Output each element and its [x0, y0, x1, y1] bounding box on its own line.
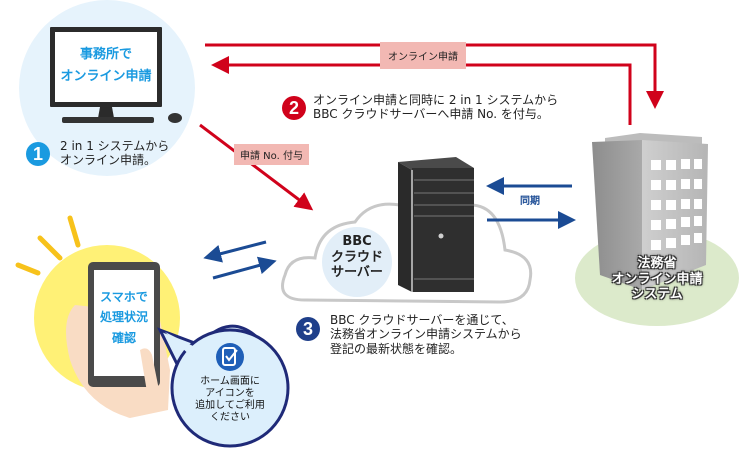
sync-label: 同期 [520, 196, 540, 207]
online-application-arrows [205, 43, 664, 125]
cloud-label-circle [322, 227, 392, 297]
bubble-text: ホーム画面に アイコンを 追加してご利用 ください [185, 376, 275, 424]
step-1-line2: オンライン申請。 [60, 153, 157, 168]
step-3-line2: 法務省オンライン申請システムから [330, 327, 522, 342]
bubble-line2: アイコンを [205, 388, 255, 399]
office-screen-line1: 事務所で [79, 47, 132, 62]
online-application-label: オンライン申請 [380, 42, 466, 69]
monitor-icon [50, 27, 182, 123]
step-2-line2: BBC クラウドサーバーへ申請 No. を付与。 [313, 107, 549, 122]
arrow-to-phone [203, 240, 267, 263]
arrow-to-office [211, 56, 632, 125]
step-1-text: 2 in 1 システムから オンライン申請。 [60, 139, 169, 168]
application-number-label: 申請 No. 付与 [234, 144, 309, 165]
smartphone-icon [88, 262, 160, 398]
step-3-text: BBC クラウドサーバーを通じて、 法務省オンライン申請システムから 登記の最新… [330, 313, 522, 356]
speech-bubble [156, 324, 290, 448]
server-tower-icon [398, 157, 474, 292]
step-3-badge: 3 [296, 317, 320, 341]
ministry-line3: システム [631, 287, 683, 303]
ministry-label: 法務省 オンライン申請 システム [597, 256, 717, 303]
smartphone-screen-text: スマホで 処理状況 確認 [94, 290, 154, 345]
cloud-line1: BBC [342, 234, 372, 249]
cloud-server-label: BBC クラウド サーバー [322, 234, 392, 281]
ministry-line1: 法務省 [637, 256, 677, 271]
phone-cloud-arrows [203, 240, 277, 280]
arrow-to-cloud [212, 256, 277, 280]
step-1-badge: 1 [26, 142, 50, 166]
office-screen-line2: オンライン申請 [60, 68, 152, 84]
step-3-line3: 登記の最新状態を確認。 [330, 341, 463, 356]
arrow-to-ministry [205, 43, 664, 109]
bubble-line3: 追加してご利用 [195, 400, 265, 411]
step-2-line1: オンライン申請と同時に 2 in 1 システムから [313, 93, 559, 107]
step-3-line1: BBC クラウドサーバーを通じて、 [330, 313, 514, 327]
sync-arrows [486, 177, 576, 229]
step-2-text: オンライン申請と同時に 2 in 1 システムから BBC クラウドサーバーへ申… [313, 93, 558, 122]
phone-screen-line3: 確認 [111, 330, 136, 345]
cloud-line3: サーバー [331, 265, 383, 281]
office-screen-text: 事務所で オンライン申請 [55, 47, 157, 84]
application-number-arrow [199, 123, 314, 211]
phone-screen-line2: 処理状況 [99, 310, 148, 325]
ministry-line2: オンライン申請 [611, 271, 703, 287]
step-1-line1: 2 in 1 システムから [60, 139, 170, 153]
bubble-line4: ください [210, 412, 250, 423]
ministry-building-icon [592, 133, 708, 290]
phone-screen-line1: スマホで [100, 290, 148, 304]
cloud-line2: クラウド [330, 249, 383, 265]
bubble-line1: ホーム画面に [200, 376, 260, 387]
step-2-badge: 2 [282, 96, 306, 120]
